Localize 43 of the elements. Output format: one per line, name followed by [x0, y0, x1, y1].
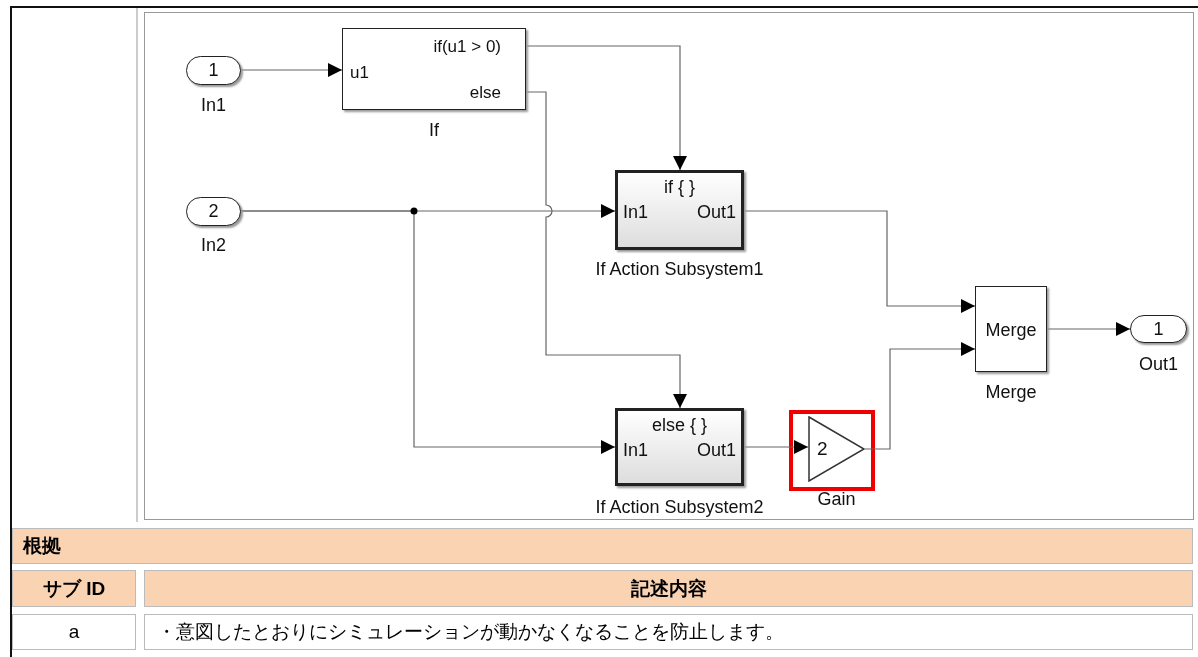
gain-block: [808, 416, 865, 482]
port-number: 2: [208, 201, 219, 222]
port-block: [186, 56, 241, 85]
table-cell: ・意図したとおりにシミュレーションが動かなくなることを防止します。: [144, 614, 1193, 650]
table-header: 根拠: [12, 528, 1193, 564]
block-name: In2: [201, 236, 226, 254]
signal-line: [240, 210, 616, 454]
port-label: if(u1 > 0): [433, 38, 501, 55]
table-cell: a: [12, 614, 136, 650]
port-label: else: [469, 84, 501, 101]
signal-line: [743, 440, 809, 454]
block-name: Out1: [1139, 355, 1178, 373]
block-text: Merge: [985, 321, 1037, 339]
port-number: 1: [1153, 318, 1164, 340]
port-block: [186, 197, 241, 226]
port-label: Out1: [696, 441, 736, 459]
block-name: Merge: [985, 383, 1037, 401]
subsystem-title: else { }: [652, 416, 707, 434]
signal-line: [864, 342, 976, 450]
port-block: [1130, 315, 1187, 343]
block-name: Gain: [817, 490, 856, 508]
signal-line: [240, 63, 343, 77]
merge-block: [975, 286, 1047, 372]
signal-line: [525, 91, 687, 409]
block-name: If: [429, 121, 439, 139]
block-name: If Action Subsystem2: [595, 498, 764, 516]
port-label: In1: [623, 203, 649, 221]
signal-line: [743, 210, 976, 313]
port-number: 1: [208, 60, 219, 81]
block-name: If Action Subsystem1: [595, 260, 764, 278]
gain-value: 2: [817, 439, 828, 458]
block-name: In1: [201, 96, 226, 114]
table-header: 記述内容: [144, 570, 1193, 607]
subsystem-block: [615, 170, 744, 250]
port-label: Out1: [696, 203, 736, 221]
signal-line: [525, 45, 687, 171]
port-label: In1: [623, 441, 649, 459]
table-header: サブ ID: [12, 570, 136, 607]
port-label: u1: [350, 64, 369, 81]
if-block: [342, 28, 526, 110]
subsystem-block: [615, 408, 744, 486]
signal-line: [1046, 322, 1131, 336]
subsystem-title: if { }: [664, 178, 695, 196]
